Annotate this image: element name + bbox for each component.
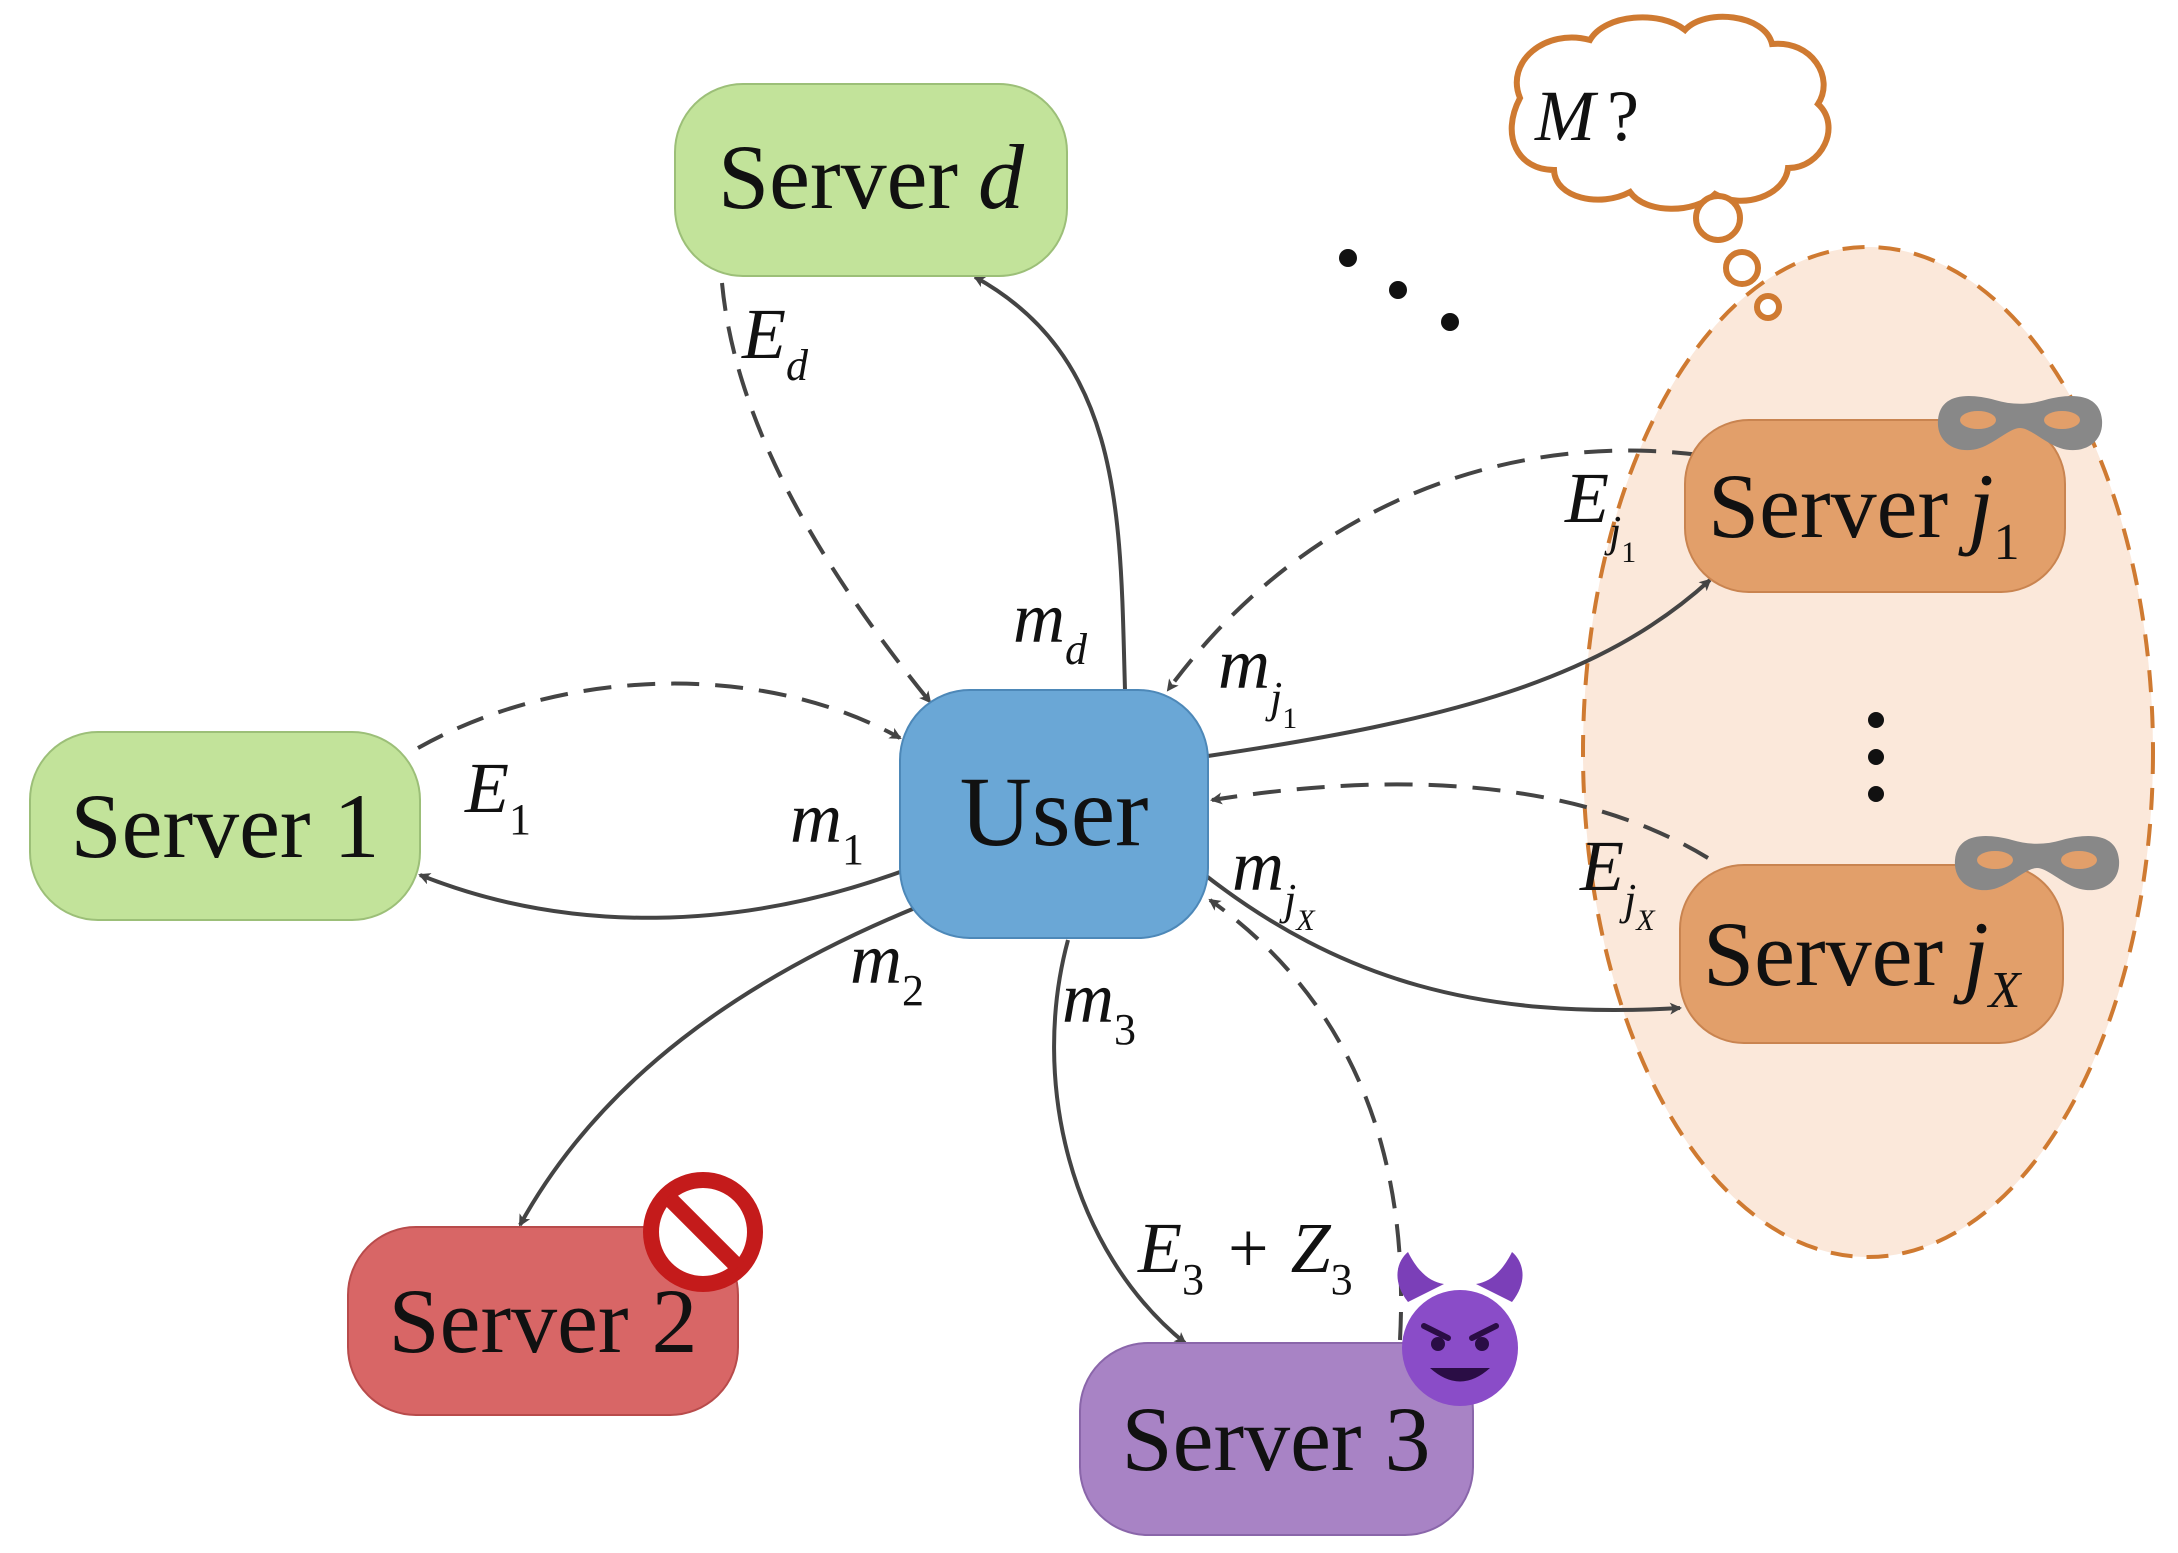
svg-text:Server 1: Server 1 — [70, 775, 379, 877]
label-E-j1: Ej1 — [1564, 458, 1636, 569]
svg-text:Server 2: Server 2 — [388, 1270, 697, 1372]
label-m-j1: mj1 — [1218, 624, 1297, 735]
node-server-3: Server 3 — [1079, 1342, 1474, 1536]
mask-icon — [1954, 836, 2120, 891]
vertical-ellipsis — [1868, 712, 1884, 802]
edge-m-d — [973, 275, 1127, 691]
edge-m-j1 — [1207, 578, 1712, 758]
label-m-d: md — [1013, 578, 1088, 674]
svg-text:Server 3: Server 3 — [1121, 1388, 1430, 1490]
edge-E-1 — [417, 681, 902, 750]
thought-bubble: M? — [1508, 13, 1832, 321]
devil-face-icon — [1397, 1252, 1523, 1406]
thought-text: M? — [1534, 76, 1639, 156]
edges — [417, 275, 1712, 1345]
ellipsis-dots — [1339, 249, 1459, 331]
svg-text:User: User — [960, 756, 1149, 867]
node-user: User — [899, 689, 1209, 939]
label-E-1: E1 — [464, 748, 531, 844]
no-entry-icon — [643, 1172, 763, 1292]
label-m-1: m1 — [790, 778, 864, 874]
node-server-2: Server 2 — [347, 1226, 739, 1416]
label-E-jX: EjX — [1579, 826, 1656, 937]
label-E-d: Ed — [741, 294, 809, 390]
edge-E-d — [720, 282, 932, 704]
edge-m-1 — [418, 870, 901, 920]
edge-m-2 — [518, 906, 916, 1227]
label-m-2: m2 — [850, 919, 924, 1015]
label-m-3: m3 — [1062, 958, 1136, 1054]
label-m-jX: mjX — [1232, 826, 1316, 937]
label-E3-plus-Z3: E3+Z3 — [1137, 1208, 1353, 1304]
mask-icon — [1937, 396, 2103, 451]
edge-m-jX — [1203, 873, 1682, 1015]
node-server-1: Server 1 — [29, 731, 421, 921]
edge-m-3 — [1052, 939, 1187, 1345]
edge-E-jX — [1210, 782, 1710, 860]
